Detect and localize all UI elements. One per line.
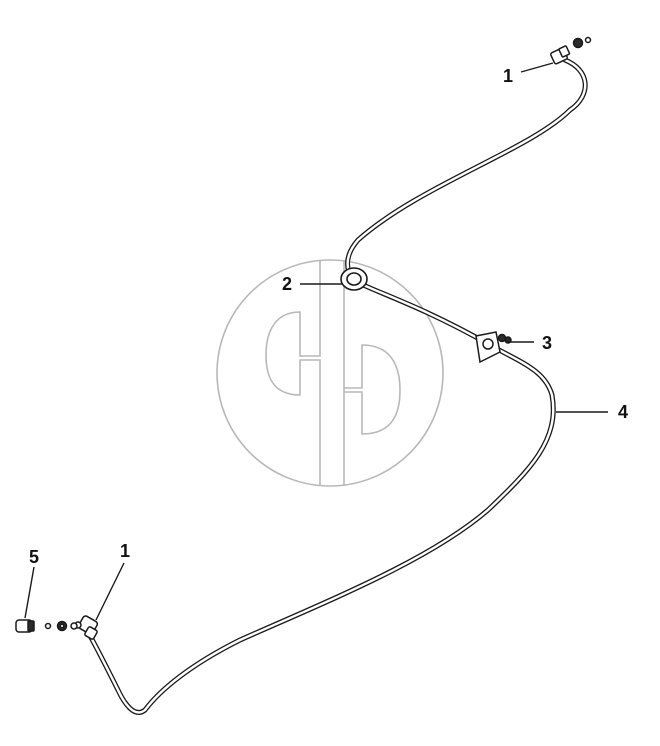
callout-1-top: 1 bbox=[503, 66, 513, 86]
bottom-elbow-fitting bbox=[74, 615, 99, 640]
watermark-circle bbox=[216, 259, 444, 487]
loose-parts bbox=[15, 619, 78, 633]
callout-4: 4 bbox=[618, 402, 628, 422]
watermark-letters bbox=[265, 260, 401, 486]
hydraulic-tube bbox=[85, 57, 588, 715]
callout-3: 3 bbox=[542, 333, 552, 353]
leader-1-bottom bbox=[95, 562, 125, 621]
watermark-logo bbox=[216, 259, 444, 487]
grommet bbox=[340, 267, 368, 291]
top-elbow-fitting bbox=[550, 36, 592, 65]
callout-2: 2 bbox=[282, 274, 292, 294]
callout-1-bottom: 1 bbox=[120, 541, 130, 561]
leader-1-top bbox=[520, 62, 554, 73]
leader-lines bbox=[24, 62, 608, 621]
callout-5: 5 bbox=[29, 547, 39, 567]
leader-5 bbox=[24, 566, 35, 619]
clamp bbox=[475, 331, 512, 364]
